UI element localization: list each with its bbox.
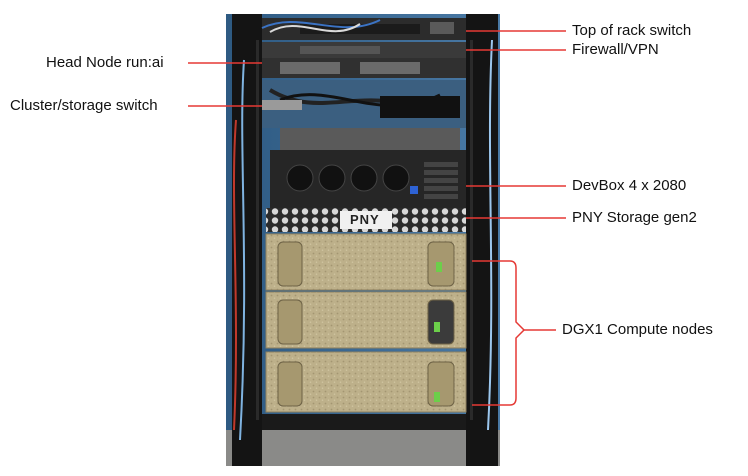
pny-logo-plate — [340, 211, 392, 229]
dgx1-node-1 — [265, 233, 467, 291]
rack-right-holes — [470, 40, 473, 420]
label-top-of-rack-switch: Top of rack switch — [572, 22, 692, 39]
label-cluster-storage-switch: Cluster/storage switch — [10, 97, 158, 114]
switch-cables — [261, 19, 381, 29]
rack-left-holes — [256, 40, 259, 420]
label-dgx1-compute-nodes: DGX1 Compute nodes — [562, 321, 713, 338]
dgx1-node-3 — [265, 351, 467, 413]
dgx1-node-2 — [265, 291, 467, 349]
label-head-node: Head Node run:ai — [46, 54, 164, 71]
pny-logo-text: PNY — [350, 212, 380, 227]
switch-ports — [300, 24, 420, 34]
cluster-storage-switch-unit — [262, 100, 302, 110]
cable-left-red — [233, 119, 237, 431]
devbox-drive-bays — [424, 162, 458, 199]
label-pny-storage: PNY Storage gen2 — [572, 209, 697, 226]
cable-left-blue — [239, 59, 246, 441]
devbox-fans — [286, 164, 410, 192]
devbox-chassis-top — [280, 128, 460, 150]
label-devbox: DevBox 4 x 2080 — [572, 177, 687, 194]
black-panel — [380, 96, 460, 118]
rack-bottom-shelf — [262, 414, 466, 430]
label-firewall-vpn: Firewall/VPN — [572, 41, 659, 58]
floor — [226, 430, 500, 466]
